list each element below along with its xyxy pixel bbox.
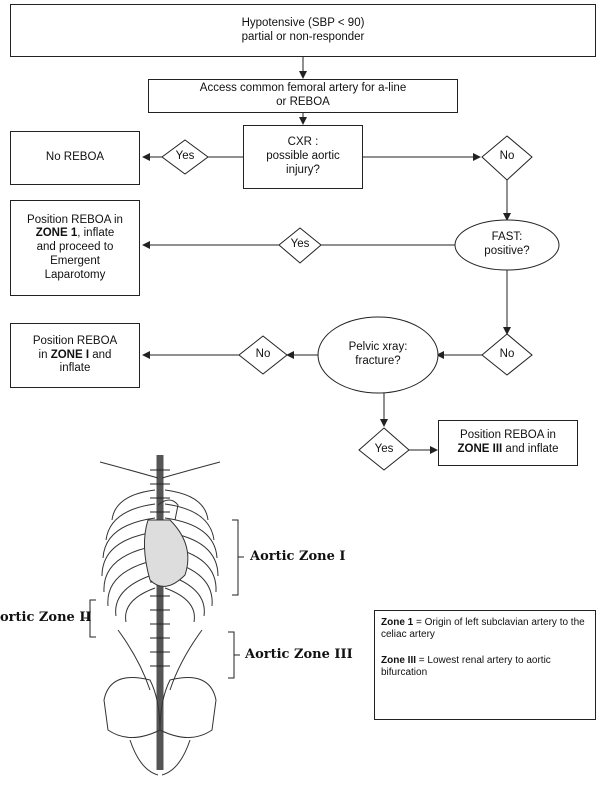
zone1-line2: ZONE 1, inflate (36, 227, 115, 241)
no-decision-pelvic (238, 335, 288, 375)
zoneIII-bold: ZONE III (457, 443, 503, 455)
cxr-box: CXR : possible aortic injury? (243, 125, 363, 189)
zone1-line3: and proceed to (36, 241, 114, 254)
pelvic-no-label: No (255, 348, 271, 361)
legend-zone1-bold: Zone 1 (381, 617, 414, 628)
pelvic-line2: fracture? (355, 355, 401, 367)
cxr-line2: possible aortic (266, 150, 340, 163)
fast-yes-label: Yes (290, 238, 310, 251)
zone1-line1: Position REBOA in (27, 213, 123, 226)
fast-no-label: No (499, 348, 515, 361)
zone1-bold: ZONE 1 (35, 227, 78, 240)
fast-line1: FAST: (491, 231, 523, 244)
legend-zone1-text: = Origin of left subclavian artery to th… (381, 617, 585, 640)
zoneIII-line1: Position REBOA in (460, 429, 556, 442)
fast-question: FAST: positive? (456, 228, 558, 262)
access-artery-box: Access common femoral artery for a-line … (148, 79, 458, 113)
skeleton-illustration (99, 455, 221, 776)
cxr-no-label: No (499, 150, 515, 163)
yes-decision-pelvic (358, 427, 410, 471)
zone-legend-box: Zone 1 = Origin of left subclavian arter… (374, 610, 596, 720)
yes-decision-cxr (161, 139, 209, 175)
zone1-line4: Emergent (50, 254, 100, 267)
pelvic-line1: Pelvic xray: (348, 341, 408, 354)
zoneI-inflate-box: Position REBOA in ZONE I and inflate (10, 323, 140, 388)
access-line2: or REBOA (276, 96, 330, 108)
no-decision-fast (481, 333, 533, 376)
zoneI-line1: Position REBOA (32, 334, 118, 347)
no-decision-cxr (481, 135, 533, 181)
legend-zone3-text: = Lowest renal artery to aortic bifurcat… (381, 655, 551, 678)
access-line1: Access common femoral artery for a-line (199, 82, 407, 95)
pelvic-yes-label: Yes (374, 443, 394, 456)
start-line1: Hypotensive (SBP < 90) (241, 16, 365, 29)
no-reboa-label: No REBOA (45, 151, 105, 164)
zoneI-pre: in (38, 348, 51, 361)
aortic-zone-3-label: Aortic Zone III (245, 647, 353, 662)
zone1-line2-rest: , inflate (77, 227, 115, 240)
aortic-zone-1-label: Aortic Zone I (250, 549, 346, 564)
legend-zone3-bold: Zone III (381, 655, 416, 666)
legend-zone1: Zone 1 = Origin of left subclavian arter… (381, 617, 589, 641)
zone1-laparotomy-box: Position REBOA in ZONE 1, inflate and pr… (10, 200, 140, 296)
fast-decision-oval (454, 219, 560, 271)
zoneIII-inflate-box: Position REBOA in ZONE III and inflate (438, 420, 578, 466)
aortic-zone-2-label: ortic Zone II (0, 610, 92, 625)
zone-brackets (84, 519, 244, 679)
pelvic-question: Pelvic xray: fracture? (320, 337, 436, 373)
pelvic-decision-oval (317, 316, 439, 394)
zoneI-post: and (89, 348, 112, 361)
cxr-line3: injury? (286, 163, 320, 176)
start-line2: partial or non-responder (241, 30, 365, 43)
fast-line2: positive? (484, 245, 530, 257)
zoneI-line3: inflate (59, 362, 91, 375)
zoneIII-line2: ZONE III and inflate (458, 443, 559, 457)
zone1-line5: Laparotomy (44, 268, 106, 281)
cxr-yes-label: Yes (175, 150, 195, 163)
yes-decision-fast (278, 227, 322, 264)
cxr-line1: CXR : (287, 136, 319, 149)
zoneI-line2: in ZONE I and (39, 349, 112, 363)
zoneI-bold: ZONE I (50, 348, 90, 361)
zoneIII-post: and inflate (502, 443, 559, 455)
no-reboa-box: No REBOA (10, 131, 140, 185)
legend-zone3: Zone III = Lowest renal artery to aortic… (381, 655, 589, 679)
start-box: Hypotensive (SBP < 90) partial or non-re… (10, 4, 596, 57)
